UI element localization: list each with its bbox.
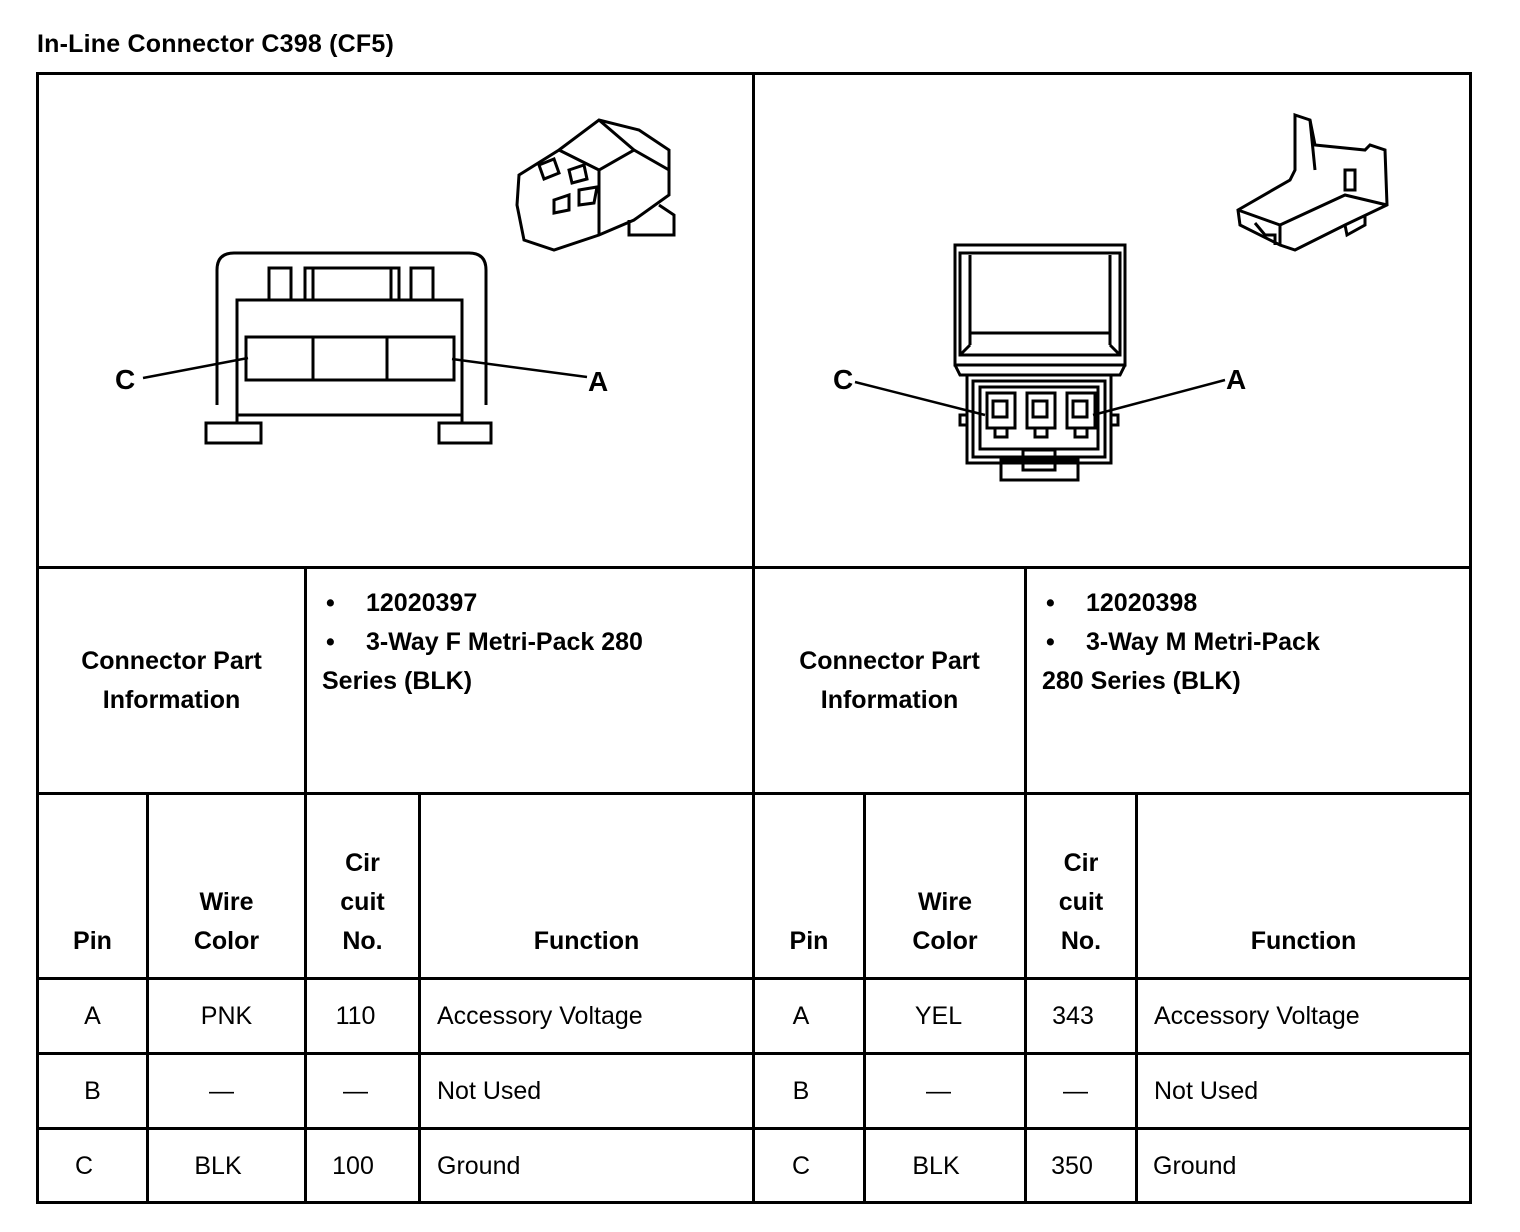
wire-color-cell: BLK: [912, 1151, 960, 1180]
circuit-header-label: Cir cuit No.: [1058, 849, 1104, 955]
part-description: 3-Way M Metri-Pack: [1086, 628, 1320, 656]
function-cell: Ground: [437, 1151, 521, 1180]
wire-color-header-label: Wire Color: [912, 888, 978, 955]
divider: [1135, 792, 1138, 1204]
function-cell: Accessory Voltage: [1154, 1001, 1360, 1030]
male-connector-iso-icon: [1236, 112, 1389, 252]
connector-part-header-label: Connector Part Information: [81, 646, 262, 714]
pin-a-callout: A: [588, 366, 609, 397]
connector-part-info: •12020397 •3-Way F Metri-Pack 280 Series…: [322, 584, 742, 701]
male-connector-diagram: [854, 112, 1389, 482]
function-cell: Ground: [1153, 1151, 1237, 1180]
wire-color-cell: —: [209, 1076, 234, 1105]
pin-column-header: Pin: [789, 927, 829, 955]
function-cell: Accessory Voltage: [437, 1001, 643, 1030]
circuit-cell: —: [343, 1076, 368, 1105]
pin-cell: A: [792, 1001, 810, 1030]
circuit-cell: 350: [1051, 1151, 1093, 1180]
page-title: In-Line Connector C398 (CF5): [37, 30, 395, 58]
pin-a-callout: A: [1226, 364, 1247, 395]
pin-c-callout: C: [833, 364, 854, 395]
part-description-cont: 280 Series (BLK): [1042, 667, 1241, 695]
part-number: 12020397: [366, 589, 478, 617]
female-connector-iso-icon: [515, 118, 676, 252]
divider: [863, 792, 866, 1204]
pin-cell: A: [84, 1001, 101, 1030]
circuit-cell: 110: [335, 1001, 376, 1030]
circuit-column-header: Cir cuit No.: [307, 795, 418, 977]
function-column-header: Function: [1250, 927, 1357, 955]
part-description: 3-Way F Metri-Pack 280: [366, 628, 643, 656]
circuit-header-label: Cir cuit No.: [340, 849, 385, 955]
divider: [752, 72, 755, 1204]
divider: [146, 792, 149, 1204]
function-cell: Not Used: [437, 1076, 542, 1105]
pin-column-header: Pin: [73, 927, 112, 955]
divider: [418, 792, 421, 1204]
circuit-cell: 100: [332, 1151, 374, 1180]
wire-color-column-header: Wire Color: [866, 795, 1024, 977]
wire-color-header-label: Wire Color: [193, 888, 260, 955]
wire-color-cell: BLK: [194, 1151, 242, 1180]
connector-part-header: Connector Part Information: [755, 569, 1024, 792]
part-number: 12020398: [1086, 589, 1198, 617]
pin-cell: B: [792, 1076, 810, 1105]
connector-part-info: •12020398 •3-Way M Metri-Pack 280 Series…: [1042, 584, 1462, 701]
function-cell: Not Used: [1154, 1076, 1259, 1105]
pin-cell: C: [74, 1151, 94, 1180]
pin-c-callout: C: [115, 364, 136, 395]
function-column-header: Function: [533, 927, 640, 955]
female-connector-diagram: [142, 118, 676, 445]
pin-cell: C: [791, 1151, 811, 1180]
connector-part-header-label: Connector Part Information: [799, 646, 980, 714]
wire-color-cell: YEL: [914, 1001, 963, 1030]
circuit-cell: 343: [1052, 1001, 1094, 1030]
divider: [304, 566, 307, 1204]
part-description-cont: Series (BLK): [322, 667, 473, 695]
wire-color-cell: PNK: [200, 1001, 253, 1030]
divider: [1024, 566, 1027, 1204]
pin-cell: B: [84, 1076, 101, 1105]
wire-color-column-header: Wire Color: [149, 795, 304, 977]
circuit-cell: —: [1063, 1076, 1088, 1105]
circuit-column-header: Cir cuit No.: [1027, 795, 1135, 977]
wire-color-cell: —: [926, 1076, 951, 1105]
connector-part-header: Connector Part Information: [39, 569, 304, 792]
